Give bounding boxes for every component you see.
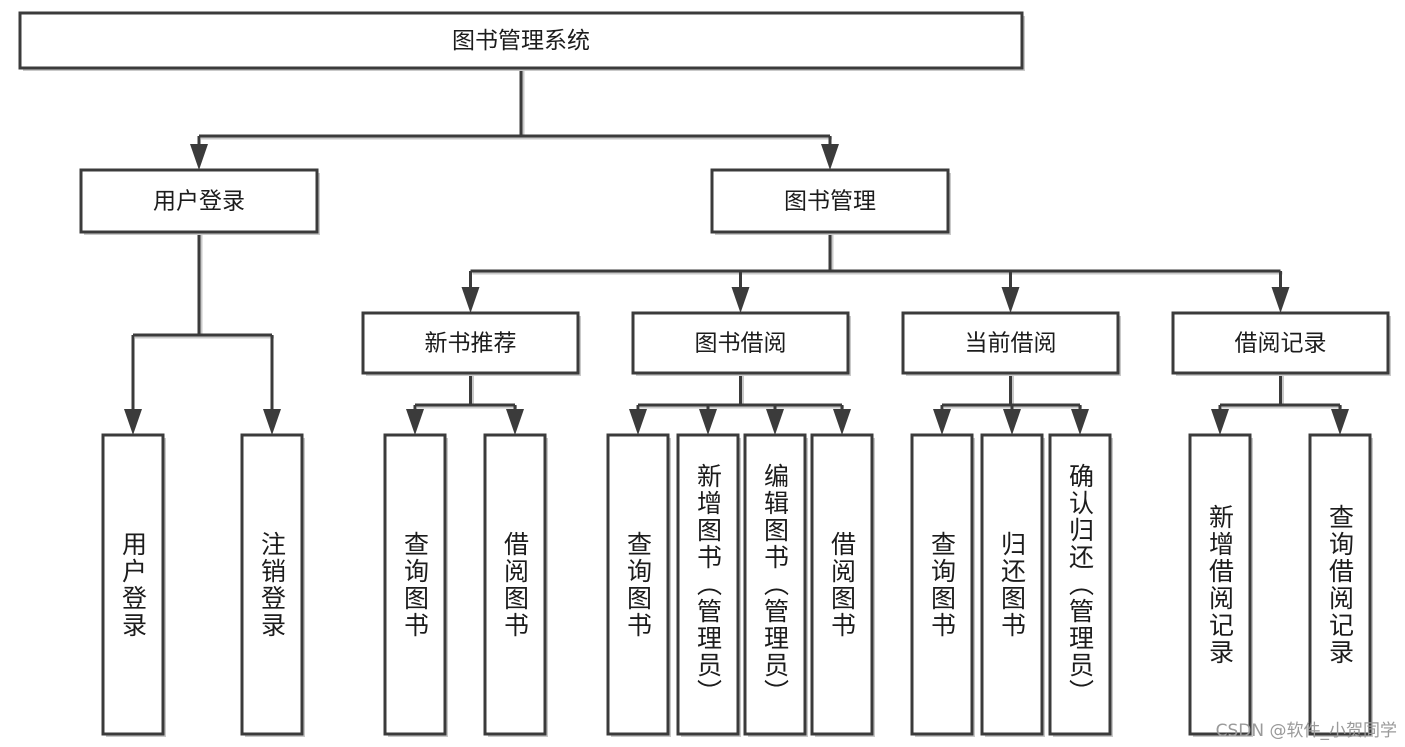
watermark-text: CSDN @软件_小贺同学 bbox=[1215, 721, 1397, 741]
node-box-login bbox=[79, 168, 319, 234]
node-label-root: 图书管理系统 bbox=[452, 28, 590, 54]
connectors-layer bbox=[124, 68, 1349, 435]
node-label-records: 借阅记录 bbox=[1235, 331, 1327, 357]
node-box-l11 bbox=[1048, 433, 1112, 736]
node-box-newbook bbox=[361, 311, 580, 375]
node-label-borrow: 图书借阅 bbox=[695, 331, 787, 357]
node-label-bookmgr: 图书管理 bbox=[784, 189, 876, 215]
node-box-l3 bbox=[383, 433, 447, 736]
node-box-l12 bbox=[1188, 433, 1252, 736]
node-box-l13 bbox=[1308, 433, 1372, 736]
node-box-root bbox=[18, 11, 1024, 70]
node-label-current: 当前借阅 bbox=[965, 331, 1057, 357]
node-box-l5 bbox=[606, 433, 670, 736]
node-label-newbook: 新书推荐 bbox=[425, 331, 517, 357]
node-box-l9 bbox=[910, 433, 974, 736]
node-box-l10 bbox=[980, 433, 1044, 736]
node-box-l1 bbox=[101, 433, 165, 736]
node-box-l6 bbox=[676, 433, 740, 736]
node-label-login: 用户登录 bbox=[153, 189, 245, 215]
node-box-l7 bbox=[743, 433, 807, 736]
node-box-bookmgr bbox=[710, 168, 950, 234]
node-box-current bbox=[901, 311, 1120, 375]
node-box-borrow bbox=[631, 311, 850, 375]
node-box-l4 bbox=[483, 433, 547, 736]
node-box-l8 bbox=[810, 433, 874, 736]
node-box-records bbox=[1171, 311, 1390, 375]
node-box-l2 bbox=[240, 433, 304, 736]
